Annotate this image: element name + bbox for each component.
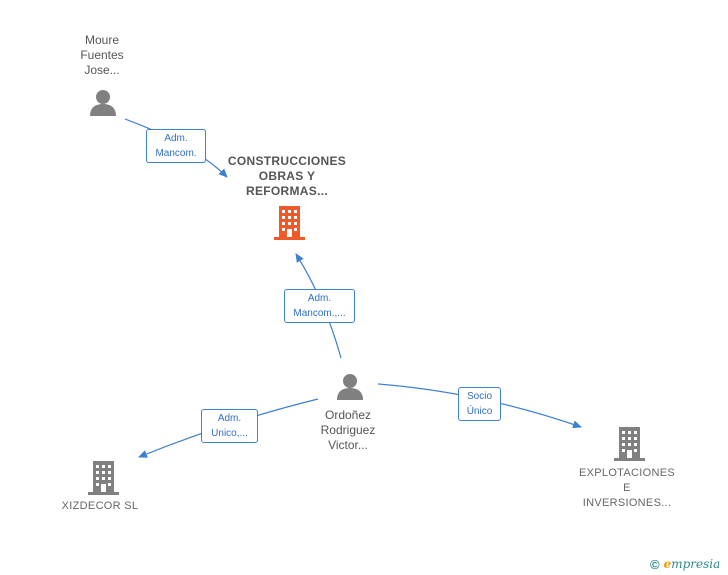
label-line: Fuentes — [80, 48, 124, 62]
edge-label-ordonez-xizdecor[interactable]: Adm. Unico,... — [201, 409, 258, 443]
edge-label-line: Mancom.,... — [293, 308, 346, 319]
building-icon[interactable] — [88, 461, 119, 495]
person-icon[interactable] — [90, 90, 116, 116]
label-line: XIZDECOR SL — [61, 500, 139, 512]
label-line: Jose... — [84, 63, 120, 77]
label-line: Moure — [84, 33, 119, 47]
building-icon[interactable] — [614, 427, 645, 461]
person-icon[interactable] — [337, 374, 363, 400]
person-label-moure[interactable]: Moure Fuentes Jose... — [56, 33, 148, 78]
edge-label-line: Adm. — [164, 133, 188, 144]
edge-label-line: Socio — [466, 391, 492, 402]
brand-initial: e — [663, 557, 672, 571]
company-label-explotaciones[interactable]: EXPLOTACIONES E INVERSIONES... — [567, 466, 687, 511]
brand-rest: mpresia — [671, 557, 721, 571]
edge-label-line: Único — [466, 406, 493, 417]
label-line: INVERSIONES... — [582, 497, 672, 509]
edge-label-line: Adm. — [307, 293, 332, 304]
building-icon[interactable] — [274, 206, 305, 240]
edge-label-line: Unico,... — [211, 428, 248, 439]
edge-label-ordonez-explotaciones[interactable]: Socio Único — [458, 387, 501, 421]
brand-name: empresia — [664, 557, 721, 571]
label-line: OBRAS Y — [258, 169, 316, 183]
label-line: CONSTRUCCIONES — [227, 154, 347, 168]
label-line: Rodriguez — [320, 423, 376, 437]
label-line: EXPLOTACIONES — [579, 467, 675, 479]
edge-label-moure-construcciones[interactable]: Adm. Mancom. — [146, 129, 206, 163]
label-line: REFORMAS... — [246, 184, 328, 198]
company-label-construcciones[interactable]: CONSTRUCCIONES OBRAS Y REFORMAS... — [212, 154, 362, 199]
copyright-icon: © — [650, 556, 660, 572]
label-line: Ordoñez — [324, 408, 372, 422]
person-label-ordonez[interactable]: Ordoñez Rodriguez Victor... — [300, 408, 396, 453]
edge-label-line: Adm. — [217, 413, 242, 424]
label-line: Victor... — [328, 438, 368, 452]
edge-label-ordonez-construcciones[interactable]: Adm. Mancom.,... — [284, 289, 355, 323]
brand-logo[interactable]: © empresia — [650, 555, 720, 573]
edge-label-line: Mancom. — [155, 148, 197, 159]
label-line: E — [623, 482, 631, 494]
company-label-xizdecor[interactable]: XIZDECOR SL — [40, 499, 160, 514]
